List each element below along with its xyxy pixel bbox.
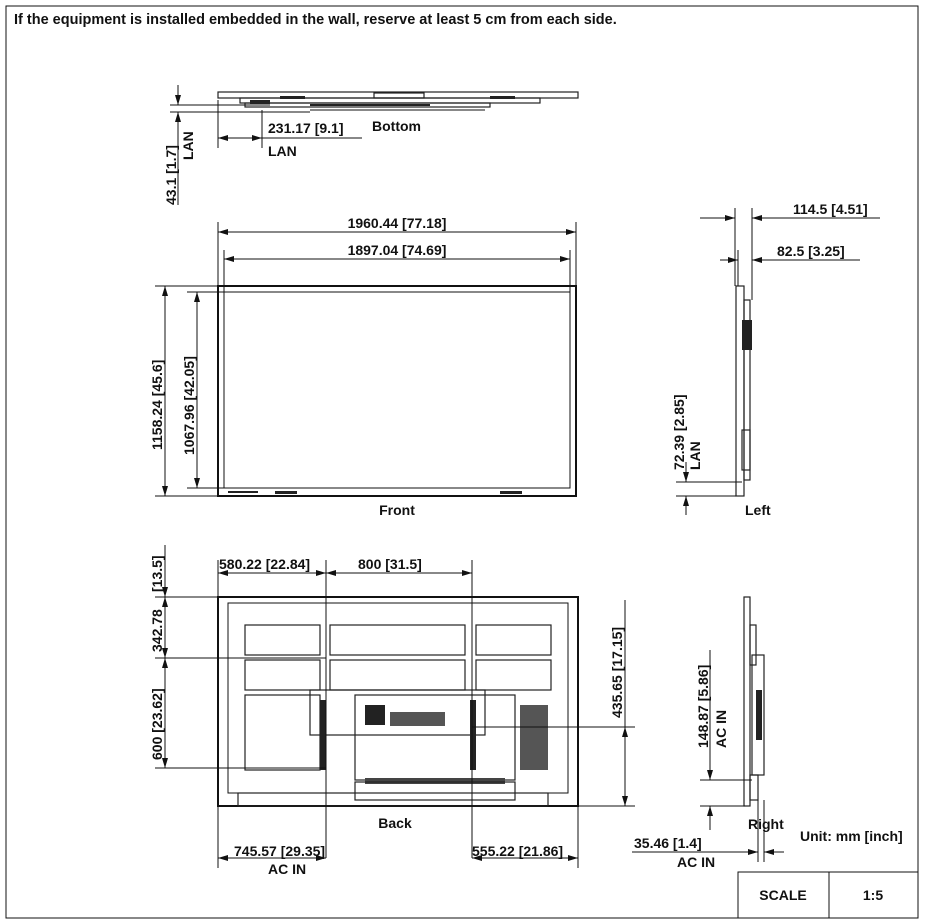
installation-note: If the equipment is installed embedded i… xyxy=(14,12,617,28)
dim-width-inner: 1897.04 [74.69] xyxy=(348,242,447,258)
dim-mount-spacing-v: 600 [23.62] xyxy=(149,688,165,760)
dim-right-height: 435.65 [17.15] xyxy=(609,627,625,718)
dim-top: [13.5] xyxy=(149,555,165,592)
dim-height-outer: 1158.24 [45.6] xyxy=(149,360,165,450)
bottom-view-label: Bottom xyxy=(372,118,421,134)
ac-in-label-back: AC IN xyxy=(268,861,306,877)
right-view-label: Right xyxy=(748,816,784,832)
scale-table xyxy=(737,871,919,919)
drawing-frame xyxy=(5,5,919,919)
dim-lan-vertical: 43.1 [1.7] xyxy=(163,145,179,205)
dim-depth-body: 82.5 [3.25] xyxy=(777,243,845,259)
dim-right-bottom: 555.22 [21.86] xyxy=(472,843,563,859)
front-view-label: Front xyxy=(379,502,415,518)
lan-label-left: LAN xyxy=(687,441,703,470)
front-view xyxy=(155,222,577,497)
dim-width-outer: 1960.44 [77.18] xyxy=(348,215,447,231)
scale-value: 1:5 xyxy=(863,887,883,903)
lan-label: LAN xyxy=(268,143,297,159)
lan-label-vertical: LAN xyxy=(180,131,196,160)
bottom-view xyxy=(170,85,579,205)
scale-label: SCALE xyxy=(759,887,806,903)
unit-label: Unit: mm [inch] xyxy=(800,828,903,844)
dim-ac-in-vertical: 148.87 [5.86] xyxy=(695,665,711,748)
left-view-label: Left xyxy=(745,502,771,518)
back-view-label: Back xyxy=(378,815,412,831)
ac-in-label-vertical: AC IN xyxy=(713,710,729,748)
ac-in-label-right: AC IN xyxy=(677,854,715,870)
right-view xyxy=(632,596,784,862)
dim-lan-left: 72.39 [2.85] xyxy=(671,395,687,471)
dim-mount-spacing-h: 800 [31.5] xyxy=(358,556,422,572)
back-view xyxy=(155,545,635,868)
dim-left-mount: 580.22 [22.84] xyxy=(219,556,310,572)
dim-height-inner: 1067.96 [42.05] xyxy=(181,356,197,455)
dim-ac-in-left: 745.57 [29.35] xyxy=(234,843,325,859)
dim-top-mount: 342.78 xyxy=(149,609,165,652)
dim-ac-in-depth: 35.46 [1.4] xyxy=(634,835,702,851)
dim-depth-total: 114.5 [4.51] xyxy=(793,201,868,217)
left-view xyxy=(676,208,880,515)
dim-lan-horizontal: 231.17 [9.1] xyxy=(268,120,344,136)
